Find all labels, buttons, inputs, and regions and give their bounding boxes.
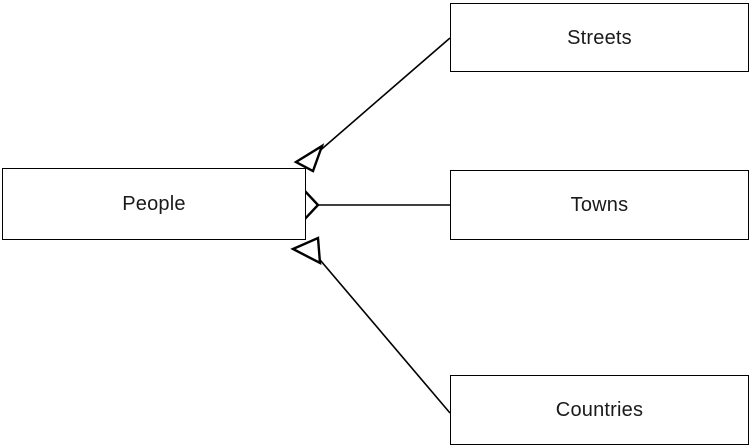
entity-node-towns[interactable]: Towns: [450, 170, 749, 240]
edge-line-people-countries: [314, 253, 451, 414]
edge-line-people-streets: [315, 37, 451, 155]
entity-node-countries[interactable]: Countries: [450, 375, 749, 445]
entity-label-countries: Countries: [555, 399, 644, 421]
edge-people-towns[interactable]: [301, 185, 450, 225]
hollow-triangle-arrowhead-countries: [290, 236, 322, 266]
entity-label-streets: Streets: [567, 26, 632, 49]
entity-node-streets[interactable]: Streets: [450, 3, 749, 72]
entity-label-people: People: [122, 193, 186, 215]
edge-people-countries[interactable]: [290, 236, 451, 414]
entity-label-towns: Towns: [570, 194, 629, 216]
edge-people-streets[interactable]: [293, 37, 451, 173]
entity-node-people[interactable]: People: [2, 168, 306, 240]
